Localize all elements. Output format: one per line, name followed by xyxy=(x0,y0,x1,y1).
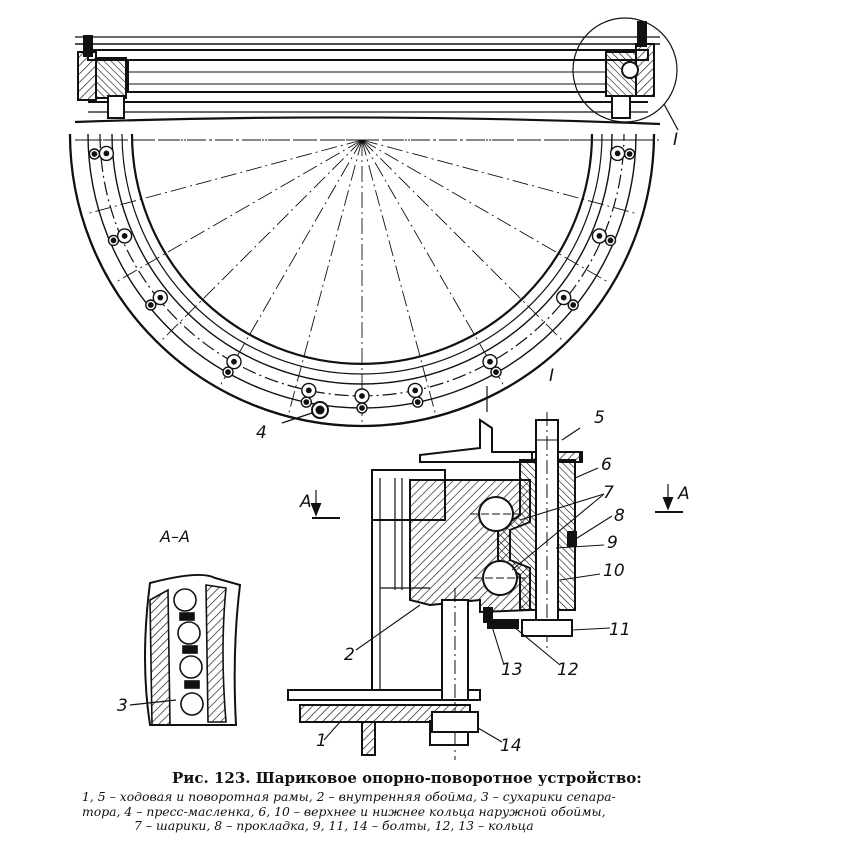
bolt-centre xyxy=(412,387,419,394)
part-label-4: 4 xyxy=(256,423,267,443)
detail-marker-top: I xyxy=(673,130,679,150)
bolt-centre xyxy=(147,302,154,308)
radial-centre-line xyxy=(86,139,363,215)
radial-centre-line xyxy=(114,139,363,283)
radial-centre-line xyxy=(361,139,505,388)
radial-centre-line xyxy=(361,139,610,283)
caption-line: 1, 5 – ходовая и поворотная рамы, 2 – вн… xyxy=(82,789,616,804)
part-label-11: 11 xyxy=(609,620,631,640)
part-label-8: 8 xyxy=(614,506,625,526)
bolt-centre xyxy=(225,369,231,375)
bolt-centre xyxy=(596,232,603,239)
bearing-cross-section xyxy=(287,412,683,760)
part-label-10: 10 xyxy=(603,561,625,581)
figure-caption-body: 1, 5 – ходовая и поворотная рамы, 2 – вн… xyxy=(82,789,702,834)
detail-marker-bottom: I xyxy=(549,366,555,386)
bolt-centre xyxy=(359,393,365,399)
part-label-12: 12 xyxy=(557,660,579,680)
part-label-13: 13 xyxy=(501,660,523,680)
bolt-centre xyxy=(231,358,237,365)
radial-centre-line xyxy=(361,139,437,416)
radial-centre-line xyxy=(361,139,638,215)
bolt-centre xyxy=(414,399,421,405)
radial-centre-line xyxy=(160,139,363,342)
bolt-centre xyxy=(103,150,110,157)
bolt-centre xyxy=(305,387,312,394)
part-label-2: 2 xyxy=(344,645,355,665)
caption-line: 7 – шарики, 8 – прокладка, 9, 11, 14 – б… xyxy=(134,818,534,833)
bolt-centre xyxy=(121,232,128,239)
radial-centre-line xyxy=(361,139,564,342)
bolt-centre xyxy=(570,302,577,308)
section-view-title: A–A xyxy=(160,527,190,546)
bolt-centre xyxy=(607,237,614,244)
ring-plan-view xyxy=(68,133,660,428)
frame-side-view xyxy=(74,17,679,131)
part-label-9: 9 xyxy=(607,533,618,553)
bolt-centre xyxy=(157,294,164,301)
bolt-centre xyxy=(303,399,310,405)
caption-line: тора, 4 – пресс-масленка, 6, 10 – верхне… xyxy=(82,803,606,819)
part-label-1: 1 xyxy=(316,731,327,751)
bolt-centre xyxy=(560,294,567,301)
bolt-centre xyxy=(91,151,98,157)
part-label-7: 7 xyxy=(603,483,614,503)
figure-caption-title: Рис. 123. Шариковое опорно-поворотное ус… xyxy=(172,769,642,787)
part-label-3: 3 xyxy=(117,696,128,716)
radial-centre-line xyxy=(219,139,363,388)
bolt-centre xyxy=(487,358,493,365)
radial-centre-line xyxy=(287,139,363,416)
bolt-centre xyxy=(626,151,633,157)
bolt-centre xyxy=(614,150,621,157)
section-arrow-left-label: A xyxy=(300,492,312,512)
section-arrow-right-label: A xyxy=(678,484,690,504)
section-aa-view xyxy=(129,574,242,726)
part-label-5: 5 xyxy=(594,408,605,428)
bolt-centre xyxy=(493,369,499,375)
part-label-6: 6 xyxy=(601,455,612,475)
part-label-14: 14 xyxy=(500,736,522,756)
bolt-centre xyxy=(110,237,117,244)
bolt-centre xyxy=(359,405,365,411)
